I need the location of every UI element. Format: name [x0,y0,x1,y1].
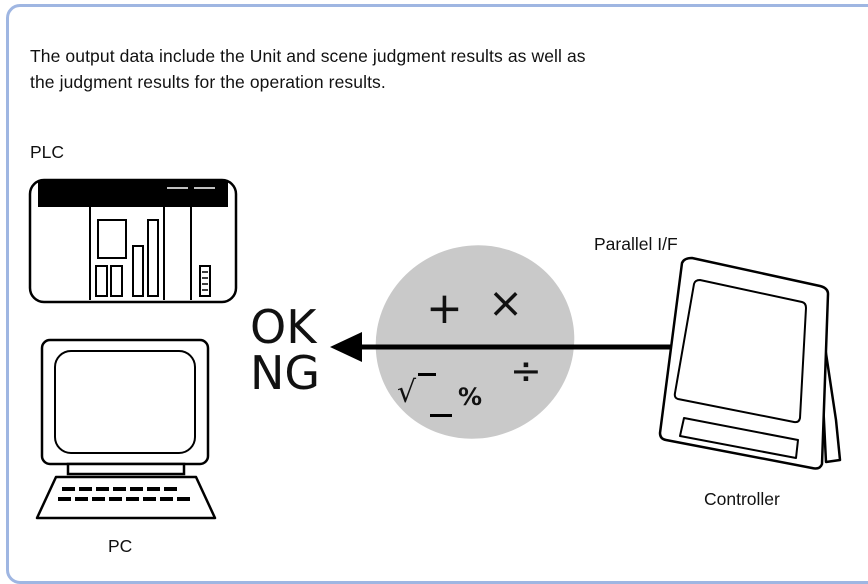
interface-label: Parallel I/F [594,234,678,254]
pc-illustration [35,338,217,520]
percent-symbol: % [458,383,483,411]
underscore-mark [430,414,452,417]
description-line-2: the judgment results for the operation r… [30,72,386,92]
times-symbol: × [488,278,524,327]
controller-label: Controller [704,489,780,509]
operation-ellipse [375,245,575,439]
sqrt-symbol: √ [397,375,417,410]
ok-label: OK [250,300,317,354]
description-line-1: The output data include the Unit and sce… [30,46,586,66]
plc-illustration [28,178,238,304]
diagram-art [28,178,842,520]
ng-label: NG [250,346,321,400]
description: The output data include the Unit and sce… [30,43,830,95]
plus-symbol: + [426,283,463,334]
controller-illustration [658,256,842,470]
sqrt-overline [418,373,436,376]
output-arrow [330,332,672,362]
pc-label: PC [108,536,133,556]
divide-symbol: ÷ [510,349,542,393]
plc-label: PLC [30,142,65,162]
